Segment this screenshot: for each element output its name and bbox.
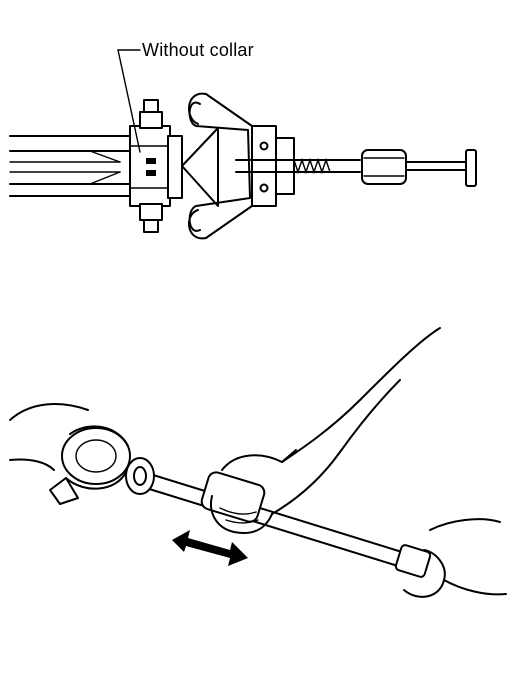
puller-assembly: [9, 403, 155, 505]
operation-view: [9, 327, 507, 598]
section-view: [9, 49, 477, 240]
slide-hammer: [235, 149, 477, 187]
gripping-hand: [210, 327, 441, 534]
puller-yoke: [181, 92, 295, 240]
sliding-weight: [200, 471, 266, 523]
joint-housing: [129, 99, 183, 233]
callout-without-collar: Without collar: [142, 40, 254, 60]
end-handle: [394, 518, 507, 598]
slide-bar: [145, 473, 403, 567]
motion-arrow: [172, 530, 248, 566]
callout-leader: [117, 49, 141, 153]
shaft-tube: [9, 135, 137, 197]
